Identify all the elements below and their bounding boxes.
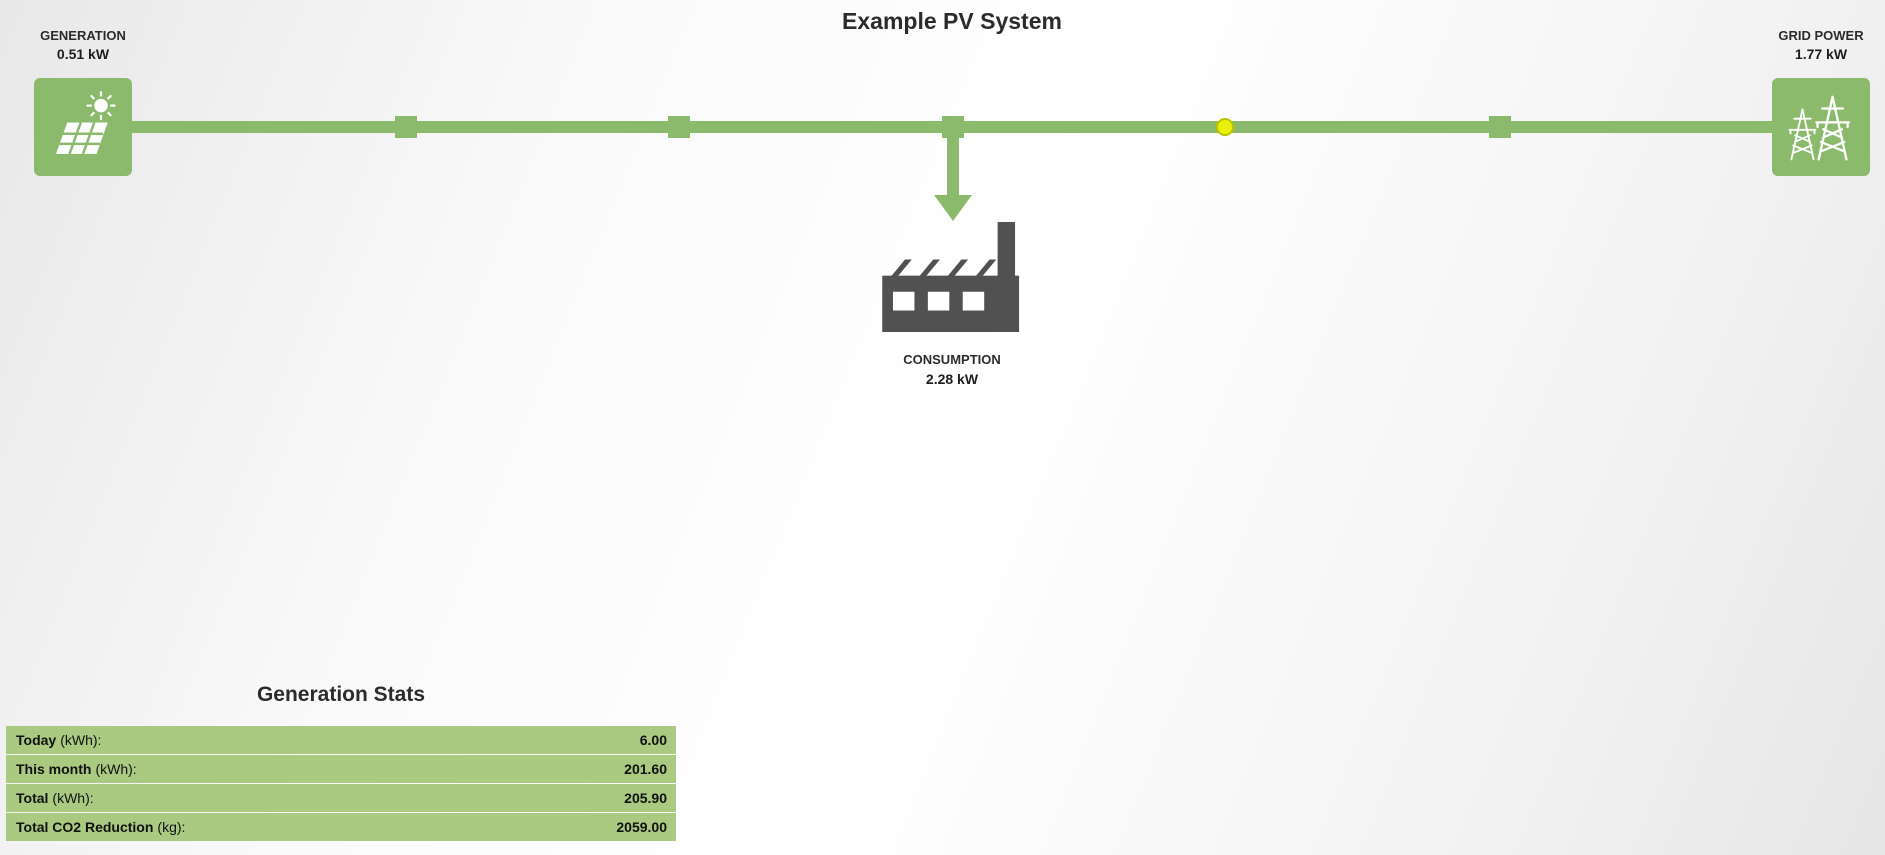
consumption-value: 2.28 kW <box>925 371 979 387</box>
grid-label: GRID POWER <box>1778 28 1864 43</box>
stats-row-value: 205.90 <box>624 790 667 806</box>
stats-row-value: 6.00 <box>639 732 667 748</box>
consumption-flow-arrow-shaft <box>947 127 959 197</box>
flow-node-square <box>1489 116 1511 138</box>
stats-title: Generation Stats <box>256 683 426 706</box>
flow-particle-yellow <box>1216 118 1234 136</box>
consumption-node[interactable] <box>882 222 1022 332</box>
flow-node-square <box>395 116 417 138</box>
generation-value: 0.51 kW <box>56 46 110 62</box>
stats-row-value: 2059.00 <box>616 819 667 835</box>
generation-labels: GENERATION 0.51 kW <box>34 28 132 62</box>
stats-table: Today(kWh): 6.00 This month(kWh): 201.60… <box>6 726 676 842</box>
consumption-flow-arrow-head <box>934 195 972 221</box>
stats-row-today: Today(kWh): 6.00 <box>6 726 676 754</box>
transmission-tower-icon <box>1784 90 1858 164</box>
consumption-label: CONSUMPTION <box>903 352 1001 367</box>
generation-label: GENERATION <box>40 28 126 43</box>
stats-row-label: Today(kWh): <box>16 732 102 748</box>
grid-labels: GRID POWER 1.77 kW <box>1772 28 1870 62</box>
consumption-labels: CONSUMPTION 2.28 kW <box>852 352 1052 387</box>
stats-row-value: 201.60 <box>624 761 667 777</box>
stats-row-co2: Total CO2 Reduction(kg): 2059.00 <box>6 813 676 841</box>
flow-node-square <box>668 116 690 138</box>
stats-row-label: Total(kWh): <box>16 790 94 806</box>
grid-value: 1.77 kW <box>1794 46 1848 62</box>
stats-row-label: Total CO2 Reduction(kg): <box>16 819 186 835</box>
factory-icon <box>882 222 1022 332</box>
stats-row-month: This month(kWh): 201.60 <box>6 755 676 783</box>
stats-row-total: Total(kWh): 205.90 <box>6 784 676 812</box>
grid-node[interactable] <box>1772 78 1870 176</box>
generation-node[interactable] <box>34 78 132 176</box>
page-title: Example PV System <box>842 8 1062 34</box>
solar-panel-icon <box>47 91 119 163</box>
stats-row-label: This month(kWh): <box>16 761 137 777</box>
